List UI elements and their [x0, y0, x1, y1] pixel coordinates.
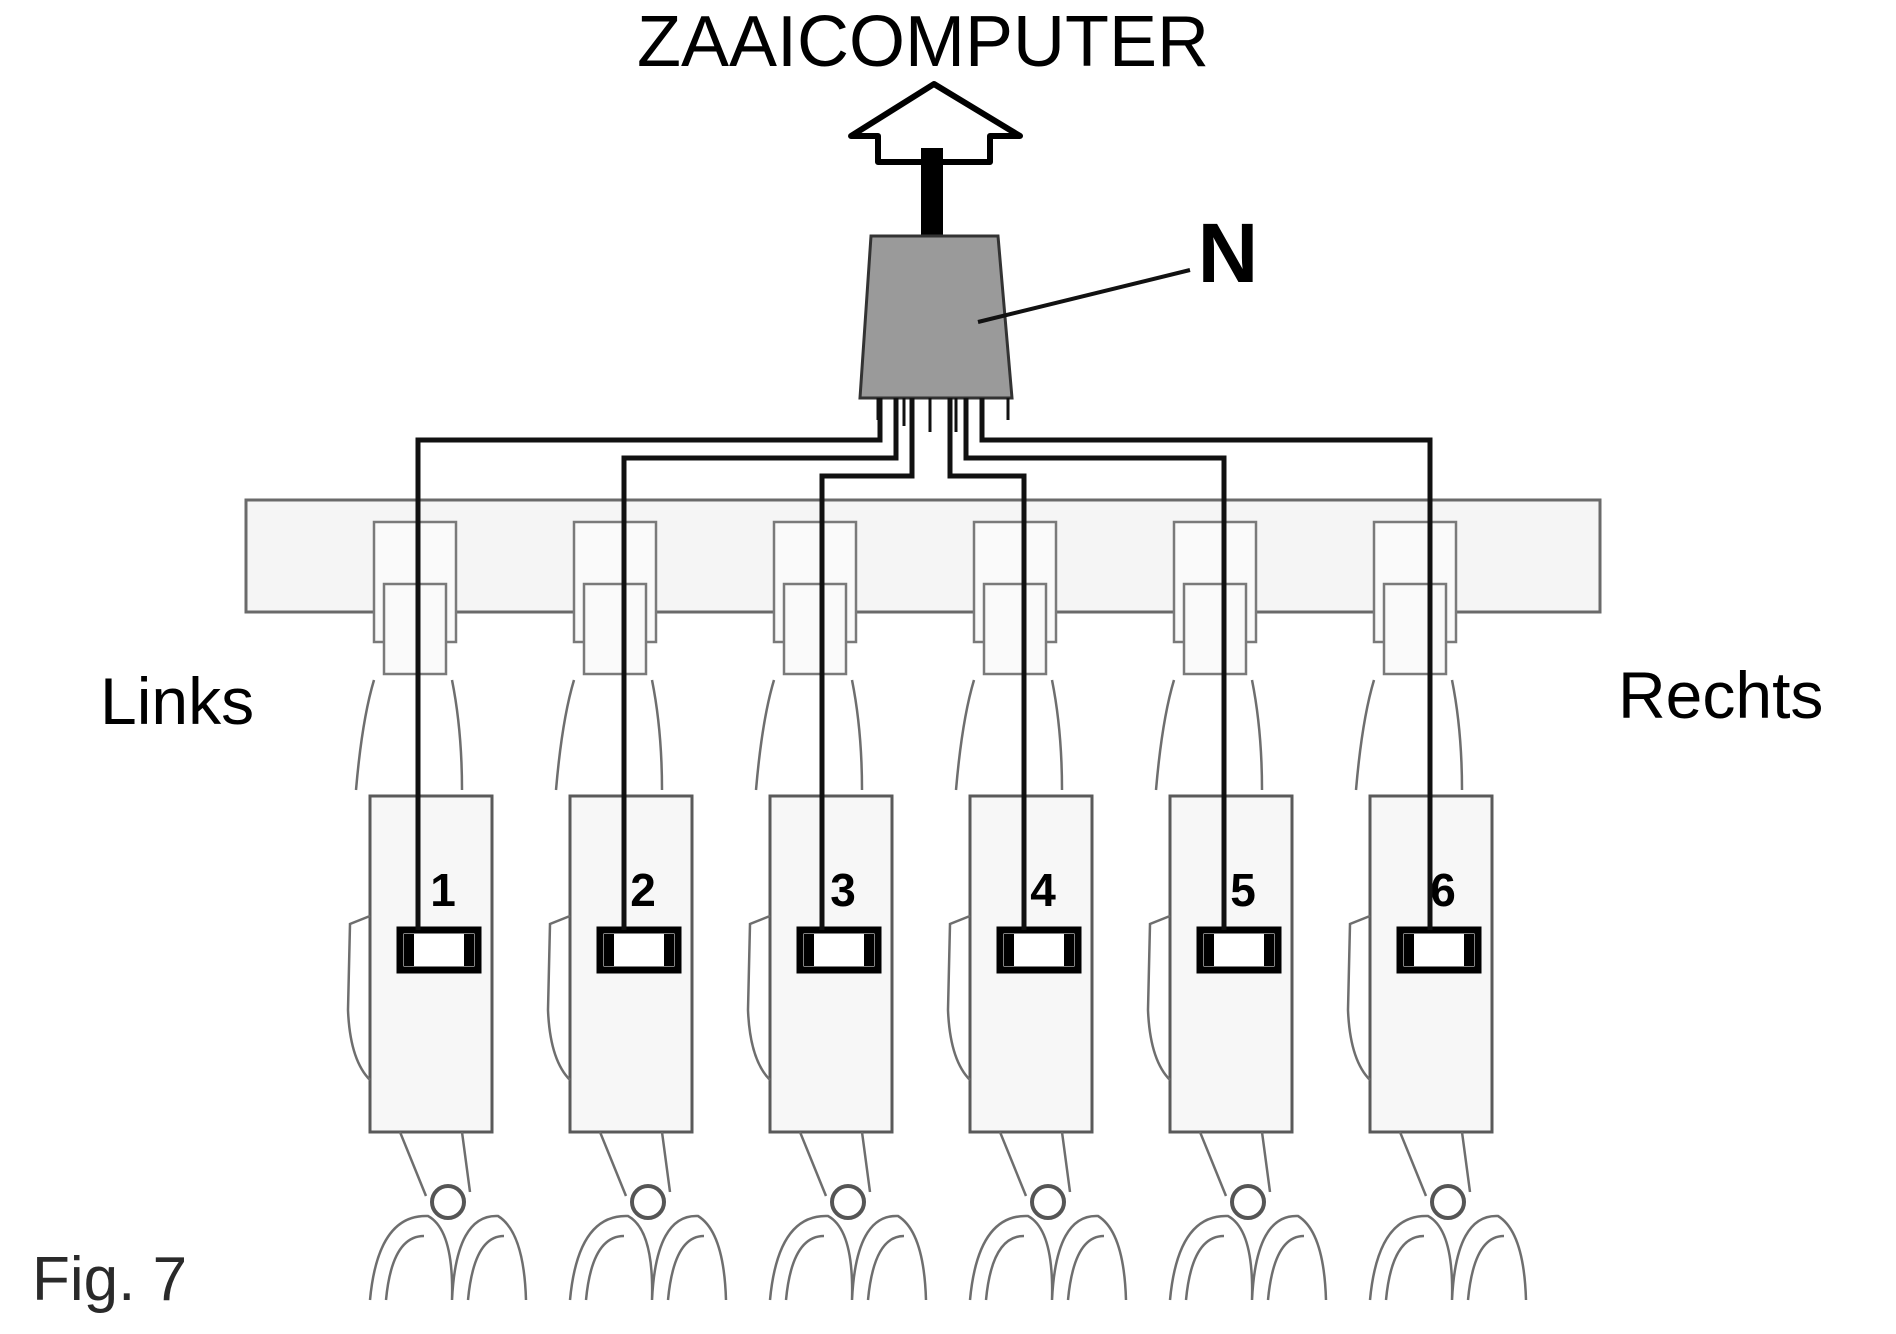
wheel-hub — [1030, 1184, 1066, 1220]
sensor-wire-3 — [819, 398, 915, 930]
unit-number-6: 6 — [1430, 864, 1456, 916]
closing-wheels — [1168, 1214, 1328, 1301]
sensor-wire-5 — [963, 398, 1227, 930]
unit-neck — [1354, 679, 1464, 791]
wheel-linkage — [998, 1131, 1072, 1197]
mount-plate — [782, 582, 848, 676]
mount-plate — [1182, 582, 1248, 676]
mount-plate — [982, 582, 1048, 676]
sensor-cap-left — [1204, 934, 1214, 966]
node-box — [858, 234, 1014, 400]
wheel-hub — [830, 1184, 866, 1220]
node-label: N — [1198, 206, 1259, 300]
closing-wheels — [568, 1214, 728, 1301]
unit-neck — [354, 679, 464, 791]
unit-shoe — [546, 914, 571, 1081]
row-unit-3: 3 — [746, 520, 928, 1301]
sensor-cap-left — [804, 934, 814, 966]
right-side-label: Rechts — [1618, 658, 1823, 732]
wheel-linkage — [1398, 1131, 1472, 1197]
sensor-cap-right — [664, 934, 674, 966]
row-unit-5: 5 — [1146, 520, 1328, 1301]
closing-wheels — [1368, 1214, 1528, 1301]
wheel-linkage — [598, 1131, 672, 1197]
closing-wheels — [768, 1214, 928, 1301]
row-unit-2: 2 — [546, 520, 728, 1301]
row-unit-4: 4 — [946, 520, 1128, 1301]
unit-shoe — [1146, 914, 1171, 1081]
unit-neck — [1154, 679, 1264, 791]
sensor-cap-left — [404, 934, 414, 966]
wheel-linkage — [798, 1131, 872, 1197]
wheel-hub — [430, 1184, 466, 1220]
sensor-cap-left — [604, 934, 614, 966]
main-cable — [921, 148, 943, 248]
unit-neck — [954, 679, 1064, 791]
unit-number-2: 2 — [630, 864, 656, 916]
wheel-linkage — [398, 1131, 472, 1197]
sensor-wiring — [415, 398, 1433, 930]
sensor-wire-2 — [621, 398, 899, 930]
sensor-cap-left — [1004, 934, 1014, 966]
unit-shoe — [946, 914, 971, 1081]
unit-number-5: 5 — [1230, 864, 1256, 916]
row-unit-1: 1 — [346, 520, 528, 1301]
row-unit-6: 6 — [1346, 520, 1528, 1301]
sensor-cap-left — [1404, 934, 1414, 966]
sensor-cap-right — [1064, 934, 1074, 966]
wheel-hub — [1430, 1184, 1466, 1220]
wheel-hub — [630, 1184, 666, 1220]
closing-wheels — [968, 1214, 1128, 1301]
closing-wheels — [368, 1214, 528, 1301]
left-side-label: Links — [100, 664, 254, 738]
figure-label: Fig. 7 — [32, 1245, 187, 1314]
sensor-cap-right — [1464, 934, 1474, 966]
row-units: 1 2 3 4 5 6 — [346, 520, 1528, 1301]
sensor-cap-right — [464, 934, 474, 966]
wheel-hub — [1230, 1184, 1266, 1220]
unit-neck — [554, 679, 664, 791]
unit-shoe — [746, 914, 771, 1081]
mount-plate — [1382, 582, 1448, 676]
mount-plate — [582, 582, 648, 676]
unit-shoe — [346, 914, 371, 1081]
unit-shoe — [1346, 914, 1371, 1081]
sensor-cap-right — [1264, 934, 1274, 966]
unit-neck — [754, 679, 864, 791]
wheel-linkage — [1198, 1131, 1272, 1197]
unit-number-1: 1 — [430, 864, 456, 916]
sensor-wire-4 — [947, 398, 1027, 930]
unit-number-3: 3 — [830, 864, 856, 916]
sensor-wire-1 — [415, 398, 883, 930]
sensor-cap-right — [864, 934, 874, 966]
unit-number-4: 4 — [1030, 864, 1056, 916]
mount-plate — [382, 582, 448, 676]
title-label: ZAAICOMPUTER — [637, 2, 1209, 82]
node-leader-line — [977, 268, 1191, 324]
